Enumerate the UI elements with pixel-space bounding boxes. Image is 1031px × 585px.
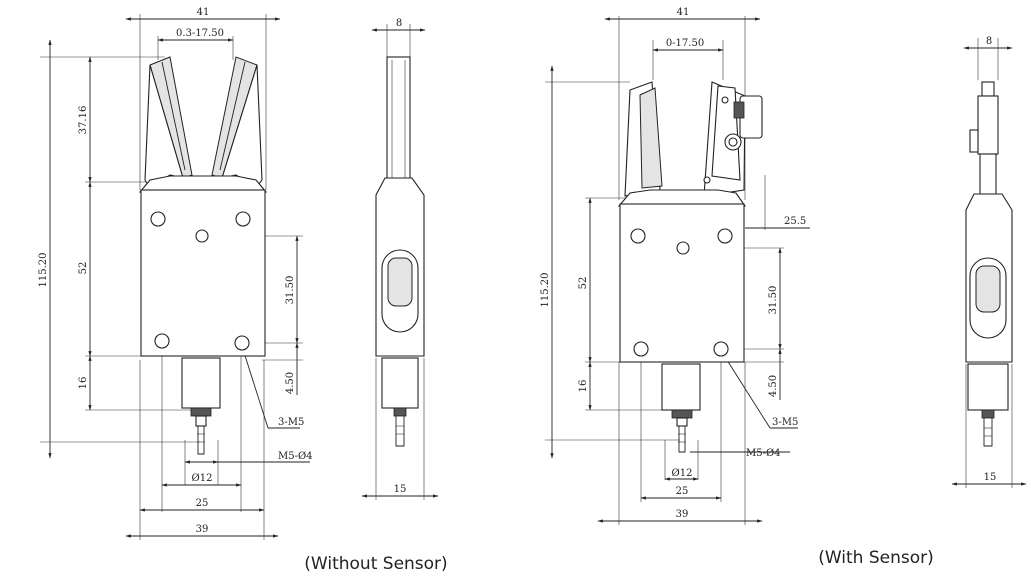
caption-without-sensor: (Without Sensor) <box>304 554 447 574</box>
dim-width-label-sensor: 41 <box>677 7 690 18</box>
dim-stroke-label-sensor: 0-17.50 <box>666 38 704 49</box>
hole-pitch-label: 25 <box>196 498 209 509</box>
caption-with-sensor: (With Sensor) <box>818 548 934 568</box>
dim-hole-offset-label-sensor: 4.50 <box>768 375 779 397</box>
side-thickness-bottom-label-sensor: 15 <box>984 472 997 483</box>
body-width-label-sensor: 39 <box>676 509 689 520</box>
body-width-label: 39 <box>196 524 209 535</box>
dim-bottom-length-label: 16 <box>78 377 89 390</box>
side-thickness-top-label-sensor: 8 <box>986 36 992 47</box>
dim-sensor-offset-label: 25.5 <box>784 216 806 227</box>
dim-hole-offset-label: 4.50 <box>285 372 296 394</box>
dim-width-label: 41 <box>197 7 210 18</box>
front-view-without-sensor: 41 0.3-17.50 115.20 37.16 52 16 31.50 4.… <box>38 7 313 540</box>
port-diameter-label: Ø12 <box>192 473 213 484</box>
side-view-without-sensor: 8 15 <box>361 18 439 500</box>
side-thickness-bottom-label: 15 <box>394 484 407 495</box>
port-diameter-label-sensor: Ø12 <box>672 468 693 479</box>
air-port-label-sensor: M5-Ø4 <box>746 448 781 459</box>
front-view-with-sensor: 41 0-17.50 25.5 115.20 52 16 31.50 4.50 … <box>540 7 810 525</box>
dim-total-length-label-sensor: 115.20 <box>540 273 551 308</box>
side-view-with-sensor: 8 15 <box>951 36 1027 488</box>
dim-finger-length-label: 37.16 <box>78 106 89 135</box>
dim-stroke-label: 0.3-17.50 <box>176 28 224 39</box>
dim-bottom-length-label-sensor: 16 <box>578 380 589 393</box>
hole-pitch-label-sensor: 25 <box>676 486 689 497</box>
air-port-label: M5-Ø4 <box>278 451 313 462</box>
thread-callout-label: 3-M5 <box>278 417 304 428</box>
side-thickness-top-label: 8 <box>396 18 402 29</box>
dim-total-length-label: 115.20 <box>38 253 49 288</box>
dim-hole-spacing-label-sensor: 31.50 <box>768 286 779 315</box>
dim-body-length-label-sensor: 52 <box>578 277 589 290</box>
dim-body-length-label: 52 <box>78 262 89 275</box>
dim-hole-spacing-label: 31.50 <box>285 276 296 305</box>
thread-callout-label-sensor: 3-M5 <box>772 417 798 428</box>
